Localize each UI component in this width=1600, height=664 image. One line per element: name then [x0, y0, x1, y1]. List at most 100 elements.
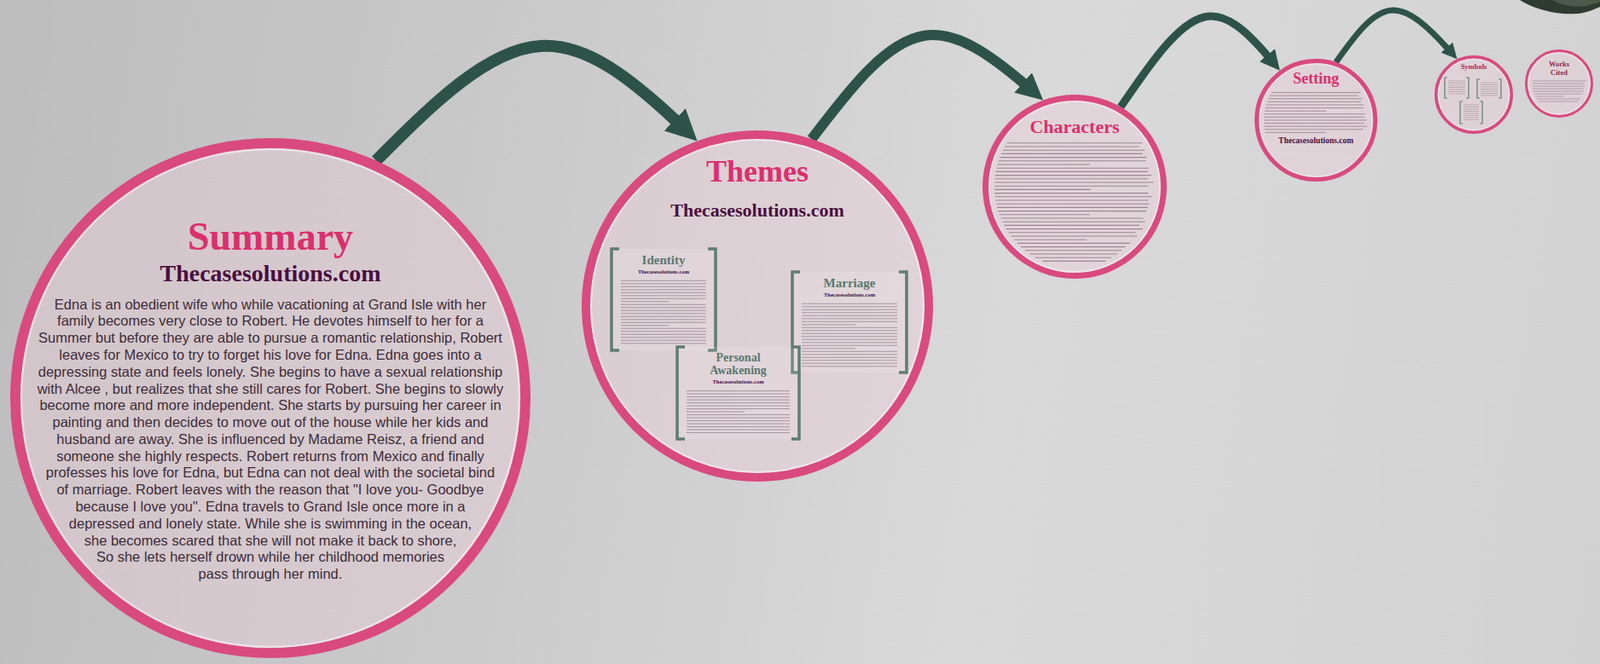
bracket	[611, 249, 716, 351]
text-line	[686, 400, 790, 401]
text-line	[1532, 81, 1587, 82]
text-line	[1011, 235, 1138, 237]
text-line	[996, 203, 1149, 205]
text-line	[1265, 107, 1364, 109]
text-line	[1017, 243, 1131, 244]
box-content: IdentityThecasesolutions.com	[609, 247, 718, 279]
text-line	[1448, 91, 1466, 93]
text-line	[686, 390, 790, 392]
text-line	[1269, 95, 1359, 97]
summary-text: Edna is an obedient wife who while vacat…	[10, 296, 531, 585]
topic-heading: Works Cited	[1524, 60, 1594, 78]
text-line	[686, 394, 790, 395]
text-line	[994, 189, 1091, 191]
text-line	[998, 160, 1147, 162]
flow-arrow	[1120, 16, 1281, 107]
text-line	[686, 405, 790, 407]
text-line	[620, 316, 707, 318]
text-line	[1448, 82, 1466, 84]
topic-circle: ThemesThecasesolutions.comIdentityThecas…	[581, 130, 934, 482]
text-lines	[1532, 81, 1587, 102]
text-line	[620, 289, 707, 290]
text-line	[686, 423, 790, 425]
text-line	[801, 315, 898, 317]
theme-heading: Marriage	[801, 276, 898, 291]
text-line	[620, 342, 707, 344]
text-line	[1463, 104, 1479, 106]
text-line	[801, 303, 898, 305]
text-line	[1266, 104, 1364, 106]
flow-arrow	[1335, 10, 1457, 63]
circle-content: SummaryThecasesolutions.comEdna is an ob…	[10, 138, 531, 659]
text-line	[620, 295, 707, 296]
bracket	[1477, 79, 1502, 99]
text-line	[801, 339, 898, 341]
flow-arrow	[376, 46, 697, 162]
topic-heading: Symbols	[1434, 62, 1514, 72]
spacer	[1434, 55, 1514, 63]
text-line	[801, 330, 898, 331]
text-line	[1264, 128, 1363, 130]
text-line	[1480, 92, 1498, 94]
text-line	[1532, 86, 1586, 87]
text-line	[620, 322, 707, 324]
text-line	[620, 292, 707, 294]
text-line	[994, 185, 1148, 187]
text-line	[1002, 150, 1145, 151]
shape-guide	[1524, 49, 1560, 118]
text-line	[1463, 109, 1479, 111]
text-line	[1025, 249, 1122, 251]
circle-content: ThemesThecasesolutions.com	[581, 130, 934, 482]
text-line	[801, 351, 898, 353]
text-line	[1463, 110, 1479, 112]
text-line	[801, 347, 856, 349]
text-line	[801, 321, 898, 323]
circle-outline	[1524, 49, 1594, 118]
circle-content: Works Cited	[1524, 49, 1594, 118]
text-line	[1002, 221, 1145, 223]
text-line	[997, 207, 1148, 209]
text-line	[1268, 98, 1363, 99]
text-line	[1480, 86, 1498, 88]
text-line	[1020, 246, 1125, 248]
text-lines	[994, 143, 1154, 262]
bracket	[792, 272, 907, 373]
text-line	[1448, 85, 1466, 87]
box-fill	[792, 272, 907, 373]
text-line	[620, 310, 707, 312]
theme-box: IdentityThecasesolutions.com	[609, 247, 718, 353]
text-lines	[1444, 77, 1502, 124]
text-line	[1535, 96, 1565, 98]
text-line	[1448, 89, 1466, 91]
bracket	[1444, 77, 1469, 99]
text-line	[801, 318, 898, 319]
bracket	[1460, 101, 1483, 124]
text-line	[620, 313, 707, 314]
theme-box: Personal AwakeningThecasesolutions.com	[675, 345, 801, 441]
text-line	[1532, 88, 1584, 90]
text-line	[801, 365, 898, 367]
text-line	[1007, 142, 1143, 144]
text-line	[801, 357, 898, 359]
text-line	[1264, 110, 1327, 112]
text-line	[1008, 231, 1136, 233]
text-line	[1006, 228, 1143, 230]
box-content: MarriageThecasesolutions.com	[790, 270, 909, 302]
text-line	[620, 307, 707, 308]
theme-heading: Identity	[620, 253, 707, 268]
text-line	[1480, 84, 1498, 86]
text-line	[1000, 217, 1143, 219]
text-line	[801, 359, 898, 361]
text-line	[1271, 92, 1361, 93]
text-line	[1267, 101, 1362, 103]
text-line	[1480, 88, 1498, 90]
text-line	[686, 402, 790, 404]
topic-circle: Works Cited	[1524, 49, 1594, 118]
bracket	[677, 347, 800, 440]
text-line	[686, 408, 790, 410]
text-line	[994, 192, 1148, 194]
spacer	[1524, 49, 1594, 61]
text-line	[999, 156, 1147, 158]
text-line	[1263, 116, 1365, 118]
text-line	[620, 301, 669, 302]
